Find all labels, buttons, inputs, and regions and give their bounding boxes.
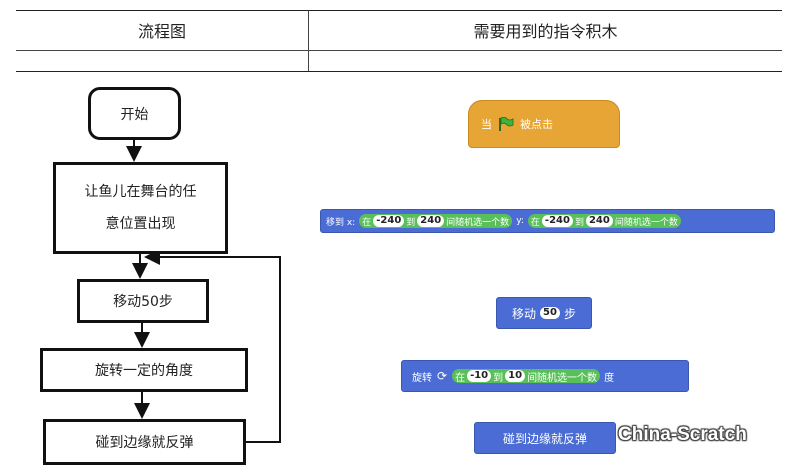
turn-degrees-block[interactable]: 旋转 ⟳ 在 -10 到 10 间随机选一个数 度: [401, 360, 689, 392]
random-angle-from[interactable]: -10: [467, 370, 492, 382]
flowchart-bounce-label: 碰到边缘就反弹: [95, 435, 194, 451]
flowchart-start-label: 开始: [120, 106, 149, 123]
move-steps-block[interactable]: 移动 50 步: [496, 297, 592, 329]
table-row-divider: [16, 50, 782, 51]
move-label: 移动: [512, 306, 537, 321]
flowchart-move: 移动50步: [77, 279, 209, 323]
goto-xy-block[interactable]: 移到 x: 在 -240 到 240 间随机选一个数 y: 在 -240 到 2…: [320, 209, 775, 233]
random-x-to[interactable]: 240: [417, 215, 445, 227]
green-flag-icon: [499, 117, 514, 131]
turn-unit: 度: [604, 372, 615, 384]
flowchart-start: 开始: [88, 87, 181, 140]
random-y-to[interactable]: 240: [585, 215, 613, 227]
random-x-tail: 间随机选一个数: [446, 217, 510, 228]
random-angle-tail: 间随机选一个数: [527, 372, 598, 384]
header-table: 流程图 需要用到的指令积木: [16, 10, 782, 72]
hat-when-text: 当: [481, 118, 492, 131]
random-angle-in: 在: [455, 372, 466, 384]
random-x-reporter[interactable]: 在 -240 到 240 间随机选一个数: [359, 214, 513, 228]
random-x-to-word: 到: [406, 217, 416, 228]
column-header-blocks: 需要用到的指令积木: [473, 22, 618, 41]
random-y-from[interactable]: -240: [541, 215, 573, 227]
column-header-flowchart: 流程图: [137, 22, 186, 41]
goto-y-label: y:: [516, 216, 524, 226]
move-steps-input[interactable]: 50: [540, 307, 560, 319]
flowchart-move-label: 移动50步: [113, 294, 173, 310]
goto-label: 移到 x:: [326, 217, 356, 228]
random-y-in: 在: [530, 217, 540, 228]
watermark: China-Scratch: [618, 424, 747, 445]
hat-clicked-text: 被点击: [520, 118, 553, 131]
move-unit: 步: [563, 306, 576, 321]
random-y-to-word: 到: [574, 217, 584, 228]
random-angle-to[interactable]: 10: [505, 370, 526, 382]
when-flag-clicked-block[interactable]: 当 被点击: [468, 100, 620, 148]
flowchart-random-position: 让鱼儿在舞台的任 意位置出现: [53, 162, 228, 254]
flowchart-random-position-line2: 意位置出现: [105, 216, 176, 232]
random-x-in: 在: [362, 217, 372, 228]
loop-back-line: [144, 249, 281, 443]
random-angle-to-word: 到: [493, 372, 504, 384]
bounce-on-edge-block[interactable]: 碰到边缘就反弹: [474, 422, 616, 454]
bounce-label: 碰到边缘就反弹: [502, 431, 587, 446]
random-x-from[interactable]: -240: [373, 215, 405, 227]
random-y-tail: 间随机选一个数: [614, 217, 678, 228]
random-angle-reporter[interactable]: 在 -10 到 10 间随机选一个数: [452, 369, 601, 384]
table-column-divider: [308, 11, 309, 71]
rotate-clockwise-icon: ⟳: [437, 369, 448, 383]
flowchart-bounce: 碰到边缘就反弹: [43, 419, 246, 465]
flowchart-random-position-line1: 让鱼儿在舞台的任: [84, 184, 197, 200]
flowchart-turn-label: 旋转一定的角度: [95, 363, 193, 379]
turn-label: 旋转: [412, 372, 432, 384]
flowchart-turn: 旋转一定的角度: [40, 348, 248, 392]
random-y-reporter[interactable]: 在 -240 到 240 间随机选一个数: [527, 214, 681, 228]
